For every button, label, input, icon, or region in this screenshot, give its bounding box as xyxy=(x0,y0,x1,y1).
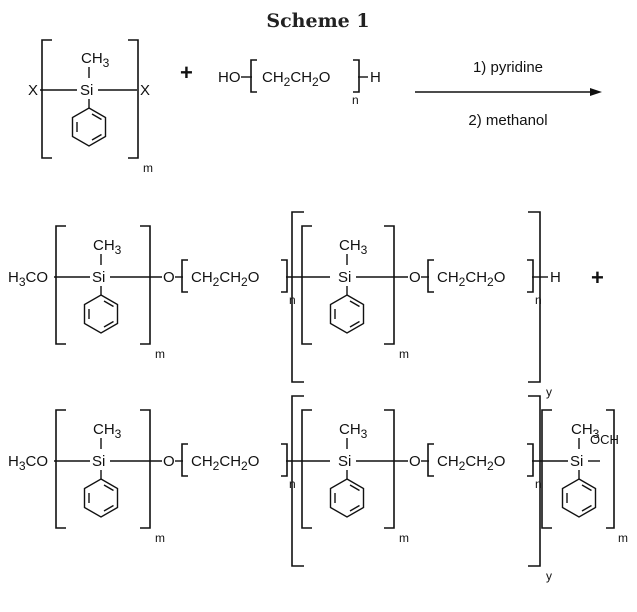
svg-text:n: n xyxy=(535,477,542,491)
subscript-m: m xyxy=(143,161,153,175)
svg-text:O: O xyxy=(409,269,421,286)
svg-text:CH3: CH3 xyxy=(93,421,122,441)
svg-text:H3CO: H3CO xyxy=(8,269,48,289)
phenyl-ring xyxy=(71,107,107,147)
svg-text:H: H xyxy=(550,269,561,286)
svg-text:CH2CH2O: CH2CH2O xyxy=(437,269,505,289)
svg-text:O: O xyxy=(409,453,421,470)
svg-text:H3CO: H3CO xyxy=(8,453,48,473)
svg-text:m: m xyxy=(399,347,409,361)
svg-text:CH3: CH3 xyxy=(93,237,122,257)
product-methoxy-terminated: H3CO Si CH3 m O CH2CH2O n Si CH3 m O xyxy=(8,395,628,583)
reactant-peg: HO CH2CH2O n H xyxy=(218,59,381,107)
svg-text:m: m xyxy=(618,531,628,545)
svg-text:Si: Si xyxy=(338,453,351,470)
plus-sign-products: + xyxy=(591,265,604,290)
svg-text:Si: Si xyxy=(92,269,105,286)
svg-text:Si: Si xyxy=(92,453,105,470)
svg-text:CH3: CH3 xyxy=(339,421,368,441)
svg-text:Si: Si xyxy=(570,453,583,470)
svg-text:y: y xyxy=(546,569,552,583)
svg-text:y: y xyxy=(546,385,552,399)
svg-text:CH3: CH3 xyxy=(571,421,600,441)
svg-text:OCH: OCH xyxy=(590,432,619,447)
svg-text:H: H xyxy=(370,69,381,86)
svg-text:CH2CH2O: CH2CH2O xyxy=(191,453,259,473)
atom-si: Si xyxy=(80,82,93,99)
svg-text:m: m xyxy=(155,347,165,361)
svg-text:CH2CH2O: CH2CH2O xyxy=(437,453,505,473)
scheme-title: Scheme 1 xyxy=(266,10,369,32)
atom-x-left: X xyxy=(28,82,38,99)
svg-text:CH3: CH3 xyxy=(339,237,368,257)
condition-methanol: 2) methanol xyxy=(468,112,547,129)
product-hydroxy-terminated: H3CO Si CH3 m O CH2CH2O n Si CH3 m O xyxy=(8,211,561,399)
reaction-arrow: 1) pyridine 2) methanol xyxy=(415,59,602,129)
svg-text:CH2CH2O: CH2CH2O xyxy=(262,69,330,89)
condition-pyridine: 1) pyridine xyxy=(473,59,543,76)
methyl-group: CH3 xyxy=(81,50,110,70)
svg-text:m: m xyxy=(399,531,409,545)
atom-x-right: X xyxy=(140,82,150,99)
svg-text:O: O xyxy=(163,453,175,470)
svg-text:n: n xyxy=(352,93,359,107)
plus-sign: + xyxy=(180,60,193,85)
svg-text:m: m xyxy=(155,531,165,545)
svg-text:Si: Si xyxy=(338,269,351,286)
svg-text:n: n xyxy=(535,293,542,307)
svg-text:O: O xyxy=(163,269,175,286)
reactant-dichlorosilane: m X Si X CH3 xyxy=(28,39,153,175)
svg-text:HO: HO xyxy=(218,69,241,86)
svg-text:CH2CH2O: CH2CH2O xyxy=(191,269,259,289)
